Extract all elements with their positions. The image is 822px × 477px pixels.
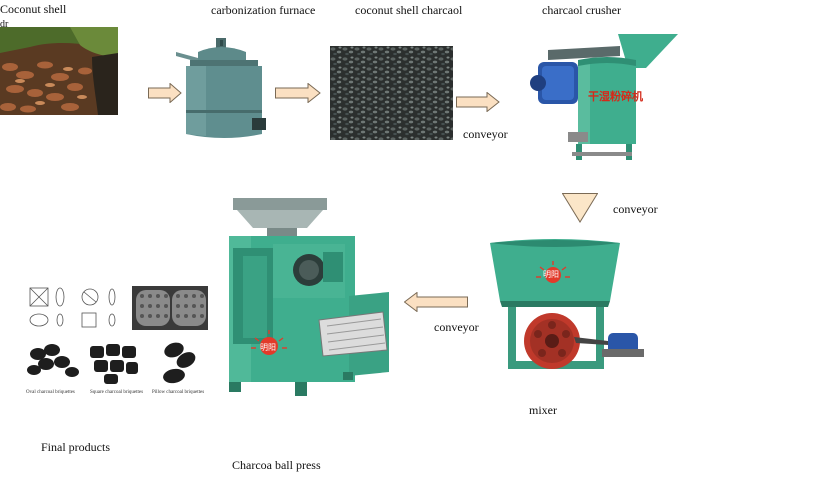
crusher-text: 干湿粉碎机 — [588, 90, 643, 103]
caption-square: Square charcoal briquettes — [90, 390, 144, 395]
label-conveyor-3: conveyor — [434, 320, 479, 334]
label-coconut-shell: Coconut shell — [0, 2, 67, 16]
flow-arrow-1 — [148, 83, 182, 103]
label-coconut-shell-charcoal: coconut shell charcaol — [355, 3, 463, 17]
flow-arrow-left — [404, 292, 468, 312]
label-conveyor-2: conveyor — [613, 202, 658, 216]
mixer-logo-text: 明阳 — [543, 270, 559, 279]
coconut-shell-charcoal-image — [330, 46, 453, 140]
label-final-products: Final products — [41, 440, 110, 454]
flow-arrow-down — [562, 193, 598, 223]
ball-press-image: 明阳 — [223, 196, 393, 406]
label-coconut-shell-sub: dr — [0, 19, 9, 30]
caption-pillow: Pillow charcoal briquettes — [152, 390, 205, 395]
coconut-shell-photo — [0, 27, 118, 115]
label-mixer: mixer — [529, 403, 557, 417]
final-products-image: Oval charcoal briquettes Square charcoal… — [24, 284, 214, 398]
label-conveyor-1: conveyor — [463, 127, 508, 141]
charcoal-crusher-image: 干湿粉碎机 — [528, 32, 678, 167]
label-ball-press: Charcoa ball press — [232, 458, 321, 472]
label-charcoal-crusher: charcaol crusher — [542, 3, 621, 17]
caption-oval: Oval charcoal briquettes — [26, 390, 75, 395]
carbonization-furnace-image — [176, 38, 272, 142]
flow-arrow-2 — [275, 83, 321, 103]
mixer-image: 明阳 — [490, 237, 650, 377]
flow-arrow-3 — [456, 92, 500, 112]
label-carbonization-furnace: carbonization furnace — [211, 3, 316, 17]
press-logo-text: 明阳 — [260, 343, 276, 352]
